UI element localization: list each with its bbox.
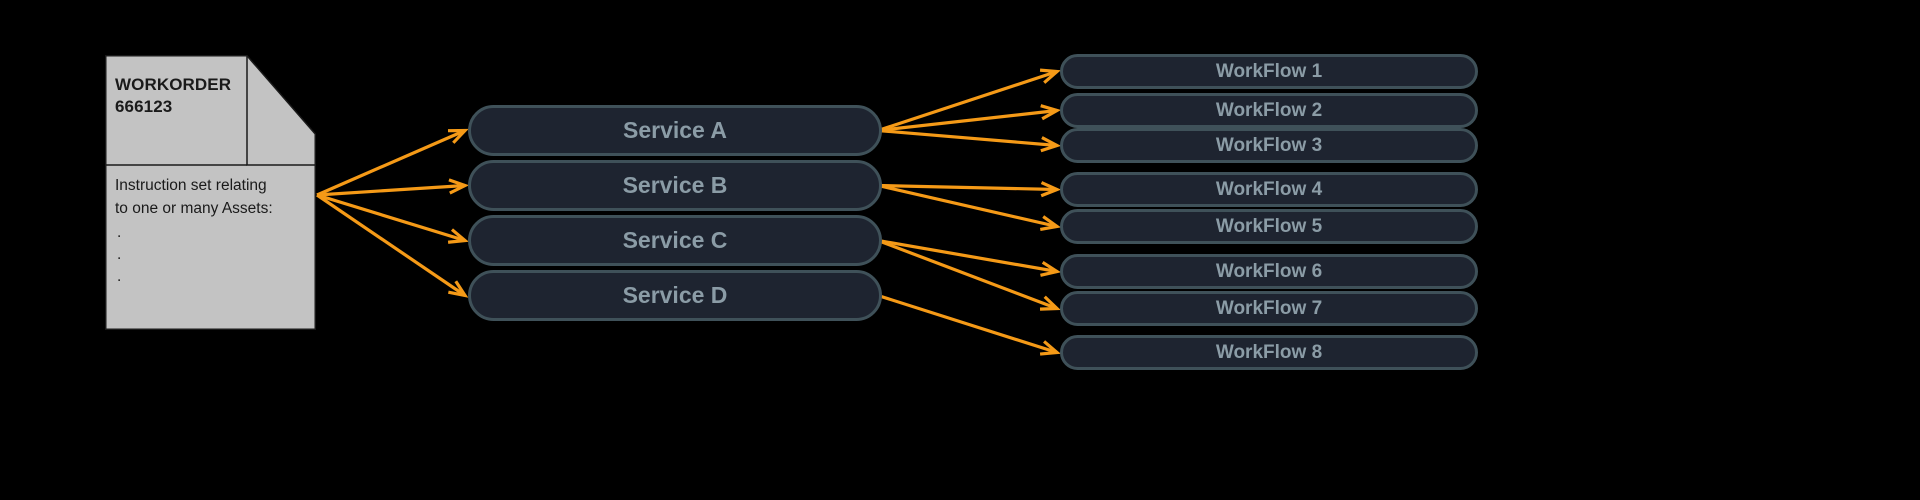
workflow-node-label: WorkFlow 4 bbox=[1215, 178, 1323, 200]
document-title-line1: WORKORDER bbox=[115, 75, 232, 94]
document-title-line2: 666123 bbox=[115, 97, 173, 116]
service-node-d[interactable]: Service D bbox=[468, 270, 882, 321]
service-node-label: Service D bbox=[622, 282, 728, 308]
workflow-node-label: WorkFlow 8 bbox=[1215, 341, 1323, 363]
list-item: . bbox=[117, 246, 122, 263]
workflow-node-4[interactable]: WorkFlow 4 bbox=[1060, 172, 1478, 207]
workflow-node-8[interactable]: WorkFlow 8 bbox=[1060, 335, 1478, 370]
workflow-node-label: WorkFlow 1 bbox=[1215, 60, 1323, 82]
workflow-node-5[interactable]: WorkFlow 5 bbox=[1060, 209, 1478, 244]
document-shape-icon bbox=[105, 55, 316, 330]
document-body-line2: to one or many Assets: bbox=[115, 200, 273, 217]
service-node-label: Service A bbox=[623, 117, 727, 143]
workflow-node-label: WorkFlow 6 bbox=[1215, 260, 1323, 282]
service-node-label: Service B bbox=[622, 172, 728, 198]
workflow-node-2[interactable]: WorkFlow 2 bbox=[1060, 93, 1478, 128]
workflow-node-1[interactable]: WorkFlow 1 bbox=[1060, 54, 1478, 89]
document-bullet-list: . . . bbox=[117, 222, 121, 288]
workflow-node-7[interactable]: WorkFlow 7 bbox=[1060, 291, 1478, 326]
service-node-a[interactable]: Service A bbox=[468, 105, 882, 156]
workflow-node-label: WorkFlow 3 bbox=[1215, 134, 1323, 156]
document-body-line1: Instruction set relating bbox=[115, 177, 267, 194]
list-item: . bbox=[117, 268, 122, 285]
list-item: . bbox=[117, 224, 122, 241]
workflow-node-label: WorkFlow 5 bbox=[1215, 215, 1323, 237]
workflow-node-label: WorkFlow 7 bbox=[1215, 297, 1323, 319]
service-node-b[interactable]: Service B bbox=[468, 160, 882, 211]
workorder-document[interactable]: WORKORDER 666123 Instruction set relatin… bbox=[105, 55, 316, 330]
workflow-node-3[interactable]: WorkFlow 3 bbox=[1060, 128, 1478, 163]
service-node-c[interactable]: Service C bbox=[468, 215, 882, 266]
workflow-node-6[interactable]: WorkFlow 6 bbox=[1060, 254, 1478, 289]
service-node-label: Service C bbox=[622, 227, 728, 253]
document-body-text: Instruction set relating to one or many … bbox=[115, 174, 305, 220]
workflow-node-label: WorkFlow 2 bbox=[1215, 99, 1323, 121]
document-title: WORKORDER 666123 bbox=[115, 74, 285, 118]
